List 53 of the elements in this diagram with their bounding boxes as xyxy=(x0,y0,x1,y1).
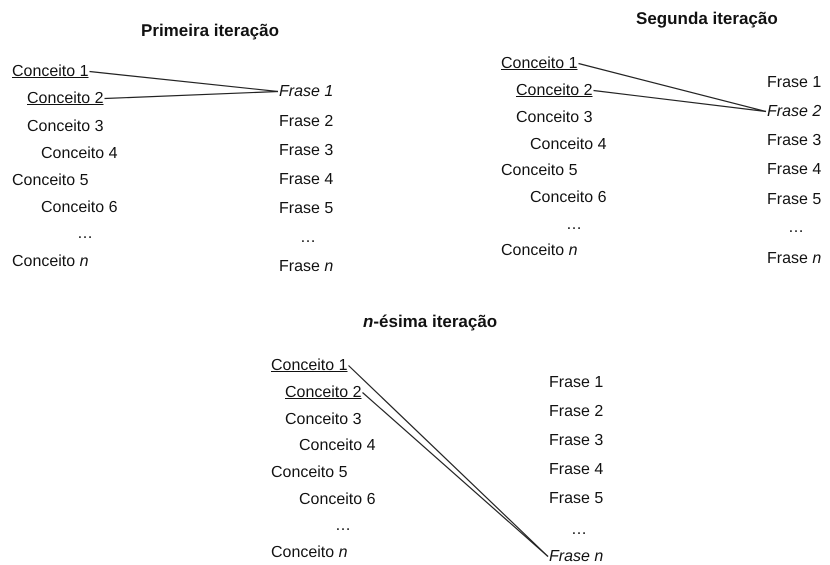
connector-line xyxy=(578,62,766,112)
concept-term: Conceito 4 xyxy=(530,135,606,154)
sentence-text: Frase 2 xyxy=(279,112,334,131)
concept-term: Conceito 1 xyxy=(271,356,348,375)
sentence-text: Frase 3 xyxy=(767,131,822,150)
ellipsis: … xyxy=(571,520,587,539)
concept-term: Conceito 5 xyxy=(271,463,348,482)
concept-term: Conceito 6 xyxy=(530,188,606,207)
concept-term: Conceito 3 xyxy=(285,410,362,429)
concept-term: Conceito 2 xyxy=(285,383,362,402)
ellipsis: … xyxy=(335,516,351,535)
connector-line xyxy=(89,70,278,92)
ellipsis: … xyxy=(300,228,316,247)
concept-term: Conceito 6 xyxy=(299,490,376,509)
concept-term: Conceito 4 xyxy=(299,436,376,455)
concept-term: Conceito n xyxy=(501,241,578,260)
sentence-text: Frase 5 xyxy=(767,190,822,209)
concept-term: Conceito 5 xyxy=(501,161,578,180)
concept-term: Conceito n xyxy=(12,252,88,271)
concept-term: Conceito 3 xyxy=(27,117,104,136)
sentence-text: Frase 2 xyxy=(549,402,604,421)
sentence-text: Frase n xyxy=(767,249,822,268)
sentence-text: Frase 1 xyxy=(767,73,822,92)
connector-line xyxy=(104,90,278,100)
sentence-text: Frase 4 xyxy=(549,460,604,479)
concept-term: Conceito 4 xyxy=(41,144,118,163)
concept-term: Conceito 5 xyxy=(12,171,88,190)
iteration-heading: Segunda iteração xyxy=(636,9,778,28)
sentence-text: Frase 5 xyxy=(549,489,604,508)
sentence-text: Frase 4 xyxy=(767,160,822,179)
iteration-heading: Primeira iteração xyxy=(141,21,279,40)
concept-term: Conceito 2 xyxy=(516,81,592,100)
sentence-text: Frase 3 xyxy=(279,141,334,160)
sentence-text: Frase 2 xyxy=(767,102,822,121)
connector-line xyxy=(362,392,548,557)
concept-term: Conceito 3 xyxy=(516,108,592,127)
sentence-text: Frase 5 xyxy=(279,199,334,218)
sentence-text: Frase 4 xyxy=(279,170,334,189)
sentence-text: Frase 1 xyxy=(279,82,334,101)
connector-line xyxy=(593,90,766,112)
concept-term: Conceito 2 xyxy=(27,89,104,108)
iteration-heading: n-ésima iteração xyxy=(363,312,498,331)
sentence-text: Frase 3 xyxy=(549,431,604,450)
sentence-text: Frase n xyxy=(279,257,334,276)
ellipsis: … xyxy=(566,215,582,234)
concept-term: Conceito 1 xyxy=(12,62,88,81)
concept-term: Conceito n xyxy=(271,543,348,562)
ellipsis: … xyxy=(77,224,93,243)
ellipsis: … xyxy=(788,218,804,237)
concept-term: Conceito 6 xyxy=(41,198,118,217)
concept-term: Conceito 1 xyxy=(501,54,578,73)
sentence-text: Frase 1 xyxy=(549,373,604,392)
sentence-text: Frase n xyxy=(549,547,604,565)
